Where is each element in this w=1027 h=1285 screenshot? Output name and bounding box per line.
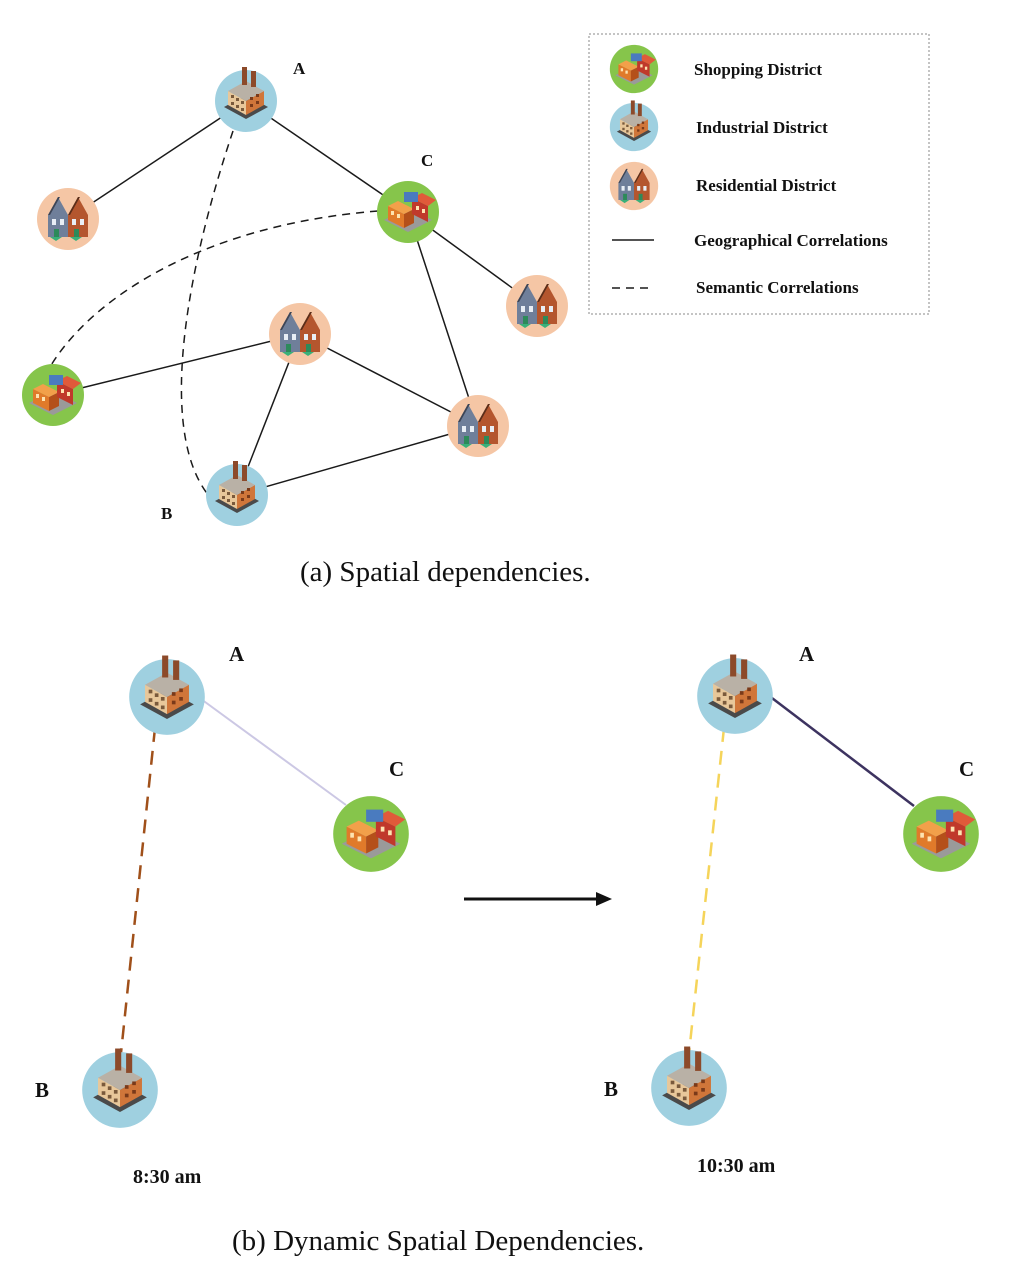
legend-residential-icon xyxy=(609,161,659,211)
node-C-830 xyxy=(333,796,409,872)
panel-b: A C B 8:30 am A C B 10:30 a xyxy=(35,642,979,1257)
node-A-1030 xyxy=(697,654,773,734)
panel-b-left: A C B 8:30 am xyxy=(35,642,409,1188)
node-C-1030 xyxy=(903,796,979,872)
label-B-830: B xyxy=(35,1078,49,1102)
edge-B-bottom xyxy=(236,425,479,496)
edge-A-C-830 xyxy=(200,698,347,806)
label-B-1030: B xyxy=(604,1077,618,1101)
label-C: C xyxy=(421,151,433,170)
time-1030: 10:30 am xyxy=(697,1155,776,1177)
label-A-1030: A xyxy=(799,642,815,666)
edge-A-B-1030 xyxy=(687,727,726,1054)
edge-C-left-semantic xyxy=(49,210,379,368)
label-C-830: C xyxy=(389,757,404,781)
label-C-1030: C xyxy=(959,757,974,781)
legend-box xyxy=(588,33,930,315)
edge-A-B-830 xyxy=(119,727,157,1054)
node-residential-mid xyxy=(269,303,331,365)
label-A-830: A xyxy=(229,642,245,666)
node-residential-bottom xyxy=(447,395,509,457)
node-A-830 xyxy=(129,655,205,735)
edge-A-C xyxy=(245,100,409,213)
arrow-head-icon xyxy=(596,892,612,906)
transition-arrow xyxy=(464,892,612,906)
node-B-1030 xyxy=(651,1046,727,1126)
node-B-830 xyxy=(82,1048,158,1128)
node-shopping-left xyxy=(22,364,84,426)
legend-industrial-icon xyxy=(609,100,659,152)
edge-C-bottom xyxy=(407,211,479,427)
node-A-industrial xyxy=(215,67,277,132)
panel-a: A C B Shopping District Industrial Distr… xyxy=(22,33,930,588)
legend-shopping-icon xyxy=(609,44,659,94)
node-C-shopping xyxy=(377,181,439,243)
legend-semantic-label: Semantic Correlations xyxy=(696,278,859,297)
node-B-industrial xyxy=(206,461,268,526)
caption-b: (b) Dynamic Spatial Dependencies. xyxy=(232,1225,644,1257)
semantic-edges xyxy=(49,130,379,497)
legend-residential-label: Residential District xyxy=(696,176,837,195)
edge-left-mid xyxy=(52,333,301,396)
edge-mid-bottom xyxy=(299,333,479,427)
edge-A-B-semantic xyxy=(180,130,234,497)
panel-b-right: A C B 10:30 am xyxy=(604,642,979,1177)
legend: Shopping District Industrial District Re… xyxy=(588,33,930,315)
edge-A-left xyxy=(67,100,247,220)
legend-geographical-label: Geographical Correlations xyxy=(694,231,888,250)
caption-a: (a) Spatial dependencies. xyxy=(300,556,591,588)
node-residential-left xyxy=(37,188,99,250)
legend-shopping-label: Shopping District xyxy=(694,60,822,79)
label-A: A xyxy=(293,59,306,78)
label-B: B xyxy=(161,504,172,523)
time-830: 8:30 am xyxy=(133,1166,202,1188)
legend-industrial-label: Industrial District xyxy=(696,118,828,137)
edge-A-C-1030 xyxy=(767,694,915,807)
node-residential-right xyxy=(506,275,568,337)
